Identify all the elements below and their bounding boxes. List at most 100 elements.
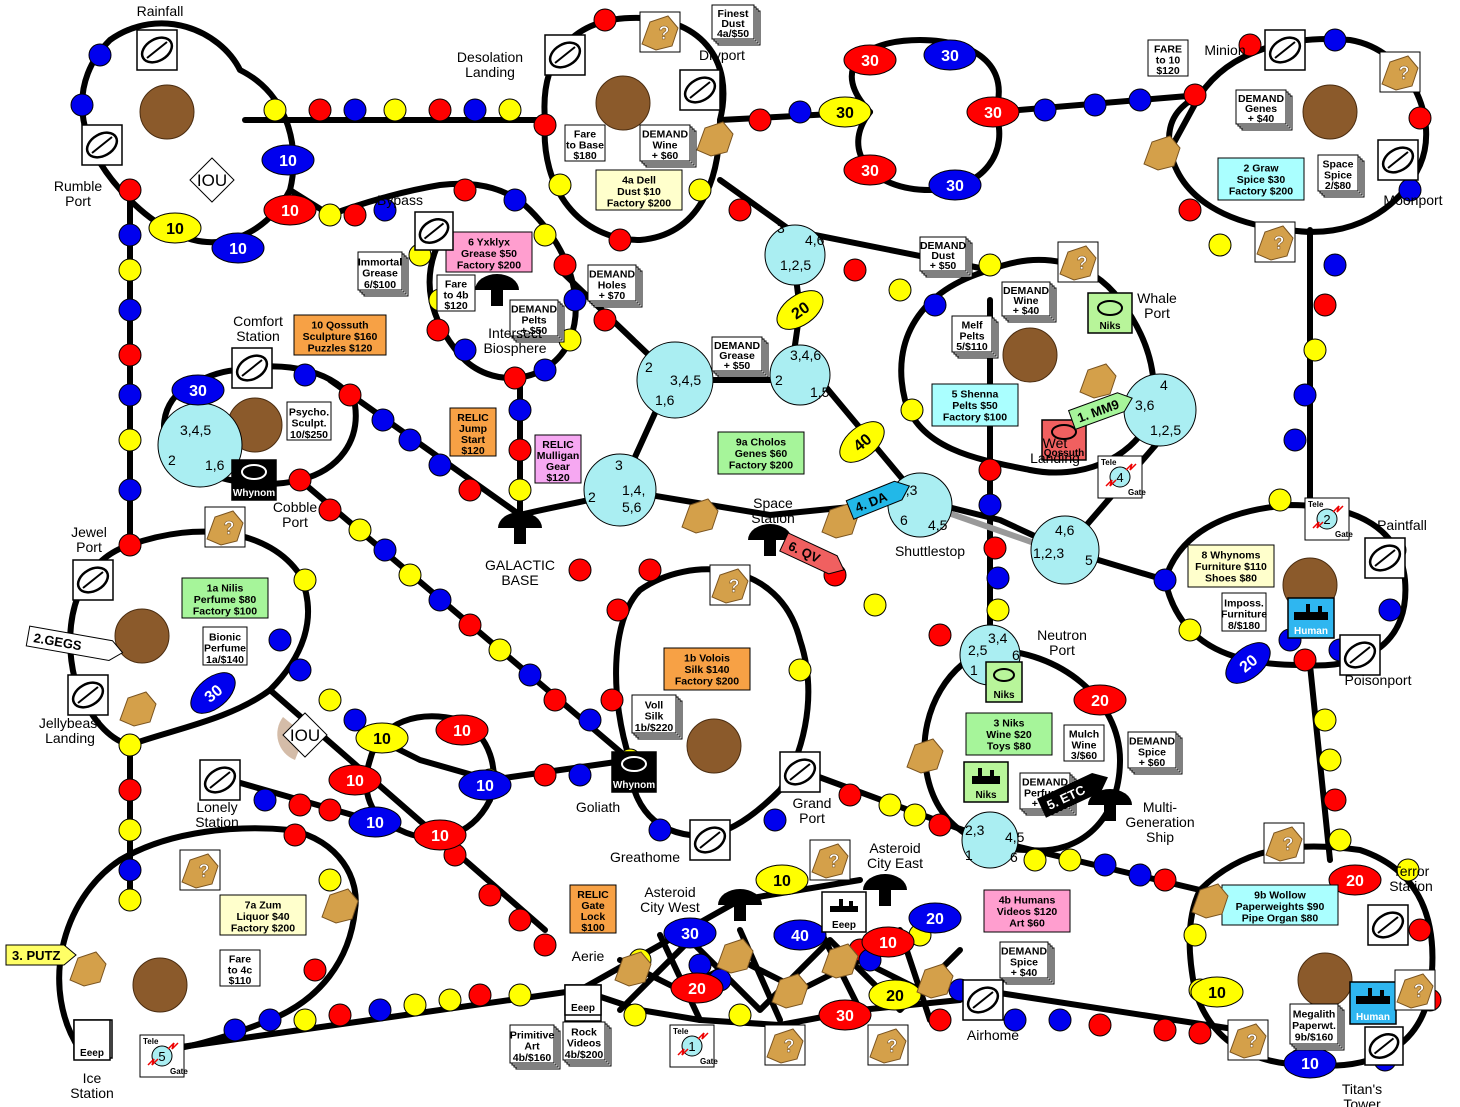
space-dot[interactable] bbox=[1238, 33, 1262, 57]
card-face[interactable] bbox=[1187, 544, 1275, 588]
port-icon[interactable] bbox=[1364, 1026, 1404, 1066]
fare-oval-shape[interactable] bbox=[663, 917, 717, 949]
fare-oval[interactable]: 30 bbox=[171, 374, 225, 406]
space-dot[interactable] bbox=[1183, 923, 1207, 947]
fare-oval[interactable]: 10 bbox=[413, 819, 467, 851]
race-frame[interactable] bbox=[1087, 292, 1133, 334]
fare-oval[interactable]: 10 bbox=[1283, 1047, 1337, 1079]
fare-oval[interactable]: 10 bbox=[458, 769, 512, 801]
space-dot[interactable] bbox=[1208, 233, 1232, 257]
space-dot[interactable] bbox=[986, 598, 1010, 622]
player-tag[interactable]: 2.GEGS bbox=[25, 625, 124, 662]
space-dot[interactable] bbox=[1293, 648, 1317, 672]
port-icon[interactable] bbox=[67, 674, 109, 716]
mystery-tile[interactable]: ? bbox=[1394, 969, 1436, 1011]
space-dot[interactable] bbox=[348, 518, 372, 542]
space-dot[interactable] bbox=[1378, 598, 1402, 622]
fare-oval-shape[interactable] bbox=[832, 414, 891, 470]
port-icon[interactable] bbox=[199, 759, 241, 801]
space-dot[interactable] bbox=[983, 536, 1007, 560]
hub-circle[interactable] bbox=[764, 224, 826, 286]
rock-tile[interactable] bbox=[716, 938, 754, 974]
space-dot[interactable] bbox=[638, 558, 662, 582]
card-face[interactable] bbox=[1289, 1003, 1339, 1045]
card-face[interactable] bbox=[965, 712, 1053, 756]
card-face[interactable] bbox=[711, 4, 755, 40]
race-frame[interactable] bbox=[821, 891, 867, 933]
space-dot[interactable] bbox=[1318, 748, 1342, 772]
space-dot[interactable] bbox=[1323, 28, 1347, 52]
fare-oval-shape[interactable] bbox=[1218, 635, 1277, 691]
space-dot[interactable] bbox=[1048, 1008, 1072, 1032]
space-dot[interactable] bbox=[600, 688, 624, 712]
fare-oval-shape[interactable] bbox=[923, 39, 977, 71]
space-dot[interactable] bbox=[593, 8, 617, 32]
fare-oval[interactable]: 40 bbox=[832, 414, 891, 470]
fare-oval-shape[interactable] bbox=[413, 819, 467, 851]
rock-tile[interactable] bbox=[696, 121, 734, 157]
fare-oval-shape[interactable] bbox=[908, 902, 962, 934]
fare-oval-shape[interactable] bbox=[1073, 684, 1127, 716]
port-icon[interactable] bbox=[679, 69, 721, 111]
space-dot[interactable] bbox=[88, 43, 112, 67]
space-dot[interactable] bbox=[328, 1003, 352, 1027]
hub-circle[interactable] bbox=[157, 402, 243, 488]
fare-oval[interactable]: 30 bbox=[818, 96, 872, 128]
space-dot[interactable] bbox=[838, 783, 862, 807]
fare-oval[interactable]: 30 bbox=[818, 999, 872, 1031]
space-dot[interactable] bbox=[70, 93, 94, 117]
fare-oval-shape[interactable] bbox=[171, 374, 225, 406]
space-dot[interactable] bbox=[928, 1008, 952, 1032]
space-dot[interactable] bbox=[1293, 383, 1317, 407]
rock-tile[interactable] bbox=[1191, 883, 1229, 919]
card-face[interactable] bbox=[219, 894, 307, 936]
iou-diamond[interactable] bbox=[189, 157, 235, 203]
space-dot[interactable] bbox=[1408, 918, 1432, 942]
port-icon[interactable] bbox=[72, 559, 114, 601]
rock-tile[interactable] bbox=[1079, 363, 1117, 399]
card-face[interactable] bbox=[509, 1024, 555, 1064]
space-dot[interactable] bbox=[578, 708, 602, 732]
space-dot[interactable] bbox=[606, 598, 630, 622]
space-dot[interactable] bbox=[318, 868, 342, 892]
port-icon[interactable] bbox=[544, 34, 586, 76]
card-face[interactable] bbox=[951, 315, 993, 353]
space-dot[interactable] bbox=[118, 178, 142, 202]
fare-oval-shape[interactable] bbox=[148, 212, 202, 244]
fare-oval-shape[interactable] bbox=[183, 665, 242, 721]
space-dot[interactable] bbox=[478, 883, 502, 907]
race-icon-eeep[interactable]: Eeep bbox=[821, 891, 867, 933]
fare-oval-shape[interactable] bbox=[458, 769, 512, 801]
rock-tile[interactable] bbox=[321, 888, 359, 924]
space-dot[interactable] bbox=[533, 223, 557, 247]
space-dot[interactable] bbox=[373, 198, 397, 222]
hub-cc_mid1[interactable]: 23,4,51,6 bbox=[636, 341, 714, 419]
space-dot[interactable] bbox=[288, 793, 312, 817]
space-dot[interactable] bbox=[1033, 98, 1057, 122]
port-icon[interactable] bbox=[1364, 537, 1406, 579]
space-dot[interactable] bbox=[426, 318, 450, 342]
race-frame[interactable] bbox=[73, 1019, 111, 1061]
card-face[interactable] bbox=[663, 647, 751, 691]
space-dot[interactable] bbox=[453, 178, 477, 202]
mystery-tile[interactable]: ? bbox=[204, 506, 246, 548]
space-dot[interactable] bbox=[343, 203, 367, 227]
space-dot[interactable] bbox=[748, 108, 772, 132]
space-dot[interactable] bbox=[593, 308, 617, 332]
space-dot[interactable] bbox=[1153, 1018, 1177, 1042]
space-dot[interactable] bbox=[368, 998, 392, 1022]
card-face[interactable] bbox=[1221, 592, 1267, 632]
space-dot[interactable] bbox=[568, 763, 592, 787]
card-face[interactable] bbox=[534, 434, 582, 484]
space-dot[interactable] bbox=[1058, 848, 1082, 872]
fare-oval[interactable]: 10 bbox=[755, 864, 809, 896]
